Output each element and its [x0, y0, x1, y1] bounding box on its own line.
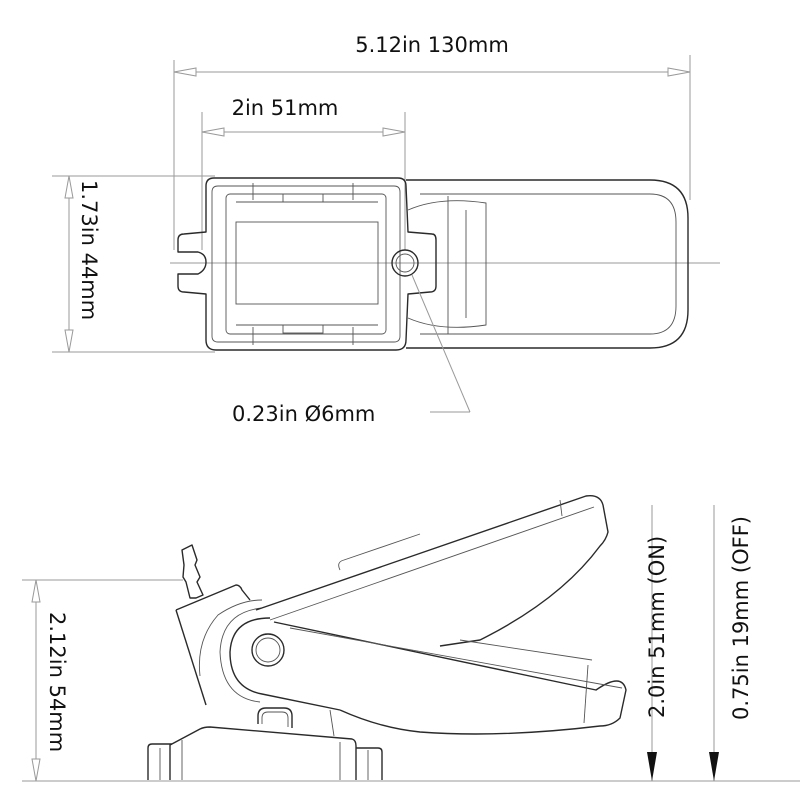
housing-width-dimension: 2in 51mm: [201, 96, 406, 250]
float-arm-top: [406, 179, 689, 349]
hole-diameter-label: 0.23in Ø6mm: [232, 402, 375, 426]
off-level-label: 0.75in 19mm (OFF): [729, 516, 753, 720]
pivot-pin: [251, 633, 285, 667]
hole-diameter-callout: 0.23in Ø6mm: [232, 274, 471, 426]
switch-body-side: [175, 584, 341, 711]
housing-width-label: 2in 51mm: [232, 96, 339, 120]
on-level-label: 2.0in 51mm (ON): [645, 536, 669, 718]
on-level-dimension: 2.0in 51mm (ON): [645, 505, 669, 781]
float-arm-off: [273, 621, 627, 735]
switch-base: [147, 707, 383, 780]
height-label: 1.73in 44mm: [77, 180, 101, 320]
off-level-dimension: 0.75in 19mm (OFF): [709, 505, 753, 781]
side-view: 2.12in 54mm: [22, 495, 800, 782]
base-height-label: 2.12in 54mm: [45, 612, 69, 752]
switch-housing-top: [177, 177, 437, 351]
mounting-hole: [391, 249, 419, 277]
overall-length-label: 5.12in 130mm: [355, 33, 509, 57]
base-height-dimension: 2.12in 54mm: [22, 579, 800, 782]
overall-length-dimension: 5.12in 130mm: [173, 33, 691, 250]
hose-barb: [181, 544, 204, 599]
float-arm-on: [255, 495, 609, 647]
height-dimension: 1.73in 44mm: [52, 175, 215, 353]
top-view: 5.12in 130mm 2in 51mm 1.73in 44mm: [52, 33, 720, 426]
